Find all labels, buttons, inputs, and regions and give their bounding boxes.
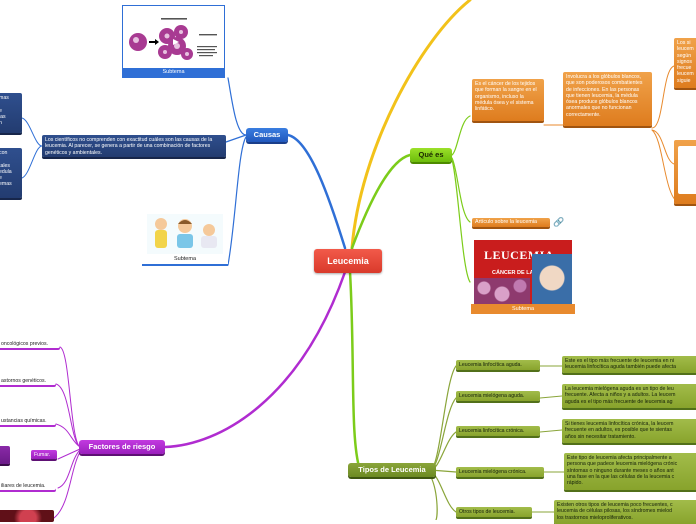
factor-item[interactable]: astornos genéticos. — [0, 376, 56, 385]
factor-item-fumar[interactable]: Fumar. — [31, 450, 57, 459]
branch-factores-de-riesgo[interactable]: Factores de riesgo — [79, 440, 165, 454]
tipo-leucemia-desc[interactable]: Si tienes leucemia linfocítica crónica, … — [562, 419, 696, 443]
causas-description[interactable]: Los científicos no comprenden con exacti… — [42, 135, 226, 157]
poster-subtitle: CÁNCER DE LA SANGRE — [492, 270, 559, 276]
subtema-caption: Subtema — [471, 304, 575, 314]
tipo-leucemia-item[interactable]: Leucemia linfocítica crónica. — [456, 426, 540, 436]
factor-item[interactable]: oncológicos previos. — [0, 339, 60, 348]
tipo-leucemia-desc[interactable]: Este es el tipo más frecuente de leucemi… — [562, 356, 696, 373]
tipo-leucemia-item[interactable]: Otros tipos de leucemia. — [456, 507, 532, 517]
que-es-clipped-signs[interactable]: Los si leucem según signos frecue leucem… — [674, 38, 696, 88]
tipo-leucemia-desc[interactable]: Este tipo de leucemia afecta principalme… — [564, 453, 696, 490]
que-es-clipped-image-box[interactable] — [674, 140, 696, 204]
tipo-leucemia-item[interactable]: Leucemia mielógena crónica. — [456, 467, 544, 477]
que-es-image-card[interactable]: LEUCEMIA CÁNCER DE LA SANGRE Subtema — [471, 238, 575, 314]
central-topic[interactable]: Leucemia — [314, 249, 382, 273]
que-es-clipped-image-placeholder — [678, 146, 696, 194]
poster-blood-cells — [474, 278, 530, 304]
article-link[interactable]: Artículo sobre la leucemia — [472, 218, 550, 227]
children-illustration — [147, 214, 223, 254]
causas-clipped-note-mid[interactable]: con tales edula e emas — [0, 148, 22, 198]
tipo-leucemia-item[interactable]: Leucemia mielógena aguda. — [456, 391, 540, 401]
tipo-leucemia-item[interactable]: Leucemia linfocítica aguda. — [456, 360, 540, 370]
branch-que-es[interactable]: Qué es — [410, 148, 452, 162]
factor-clipped-image[interactable] — [0, 510, 54, 522]
factor-item[interactable]: iliares de leucemia. — [0, 481, 56, 490]
que-es-white-cells[interactable]: Involucra a los glóbulos blancos, que so… — [563, 72, 652, 126]
link-icon[interactable]: 🔗 — [553, 217, 565, 227]
causas-clipped-note-top[interactable]: mas e las n — [0, 93, 22, 133]
tipo-leucemia-desc[interactable]: Existen otros tipos de leucemia poco fre… — [554, 500, 696, 524]
factor-item[interactable]: ustancias químicas. — [0, 416, 56, 425]
tipo-leucemia-desc[interactable]: La leucemia mielógena aguda es un tipo d… — [562, 384, 696, 408]
branch-causas[interactable]: Causas — [246, 128, 288, 142]
causas-subtema-image-card[interactable]: Subtema — [122, 5, 225, 78]
causas-subtema-photo-card[interactable]: Subtema — [142, 212, 228, 266]
factor-fumar-clipped-box[interactable] — [0, 446, 10, 464]
que-es-definition[interactable]: Es el cáncer de los tejidos que forman l… — [472, 79, 544, 121]
leukemia-cells-illustration — [129, 18, 217, 60]
leukemia-poster: LEUCEMIA CÁNCER DE LA SANGRE — [474, 240, 572, 304]
poster-child-photo — [532, 254, 572, 304]
branch-tipos-de-leucemia[interactable]: Tipos de Leucemia — [348, 463, 436, 477]
subtema-caption: Subtema — [123, 68, 224, 77]
subtema-caption: Subtema — [173, 256, 196, 262]
